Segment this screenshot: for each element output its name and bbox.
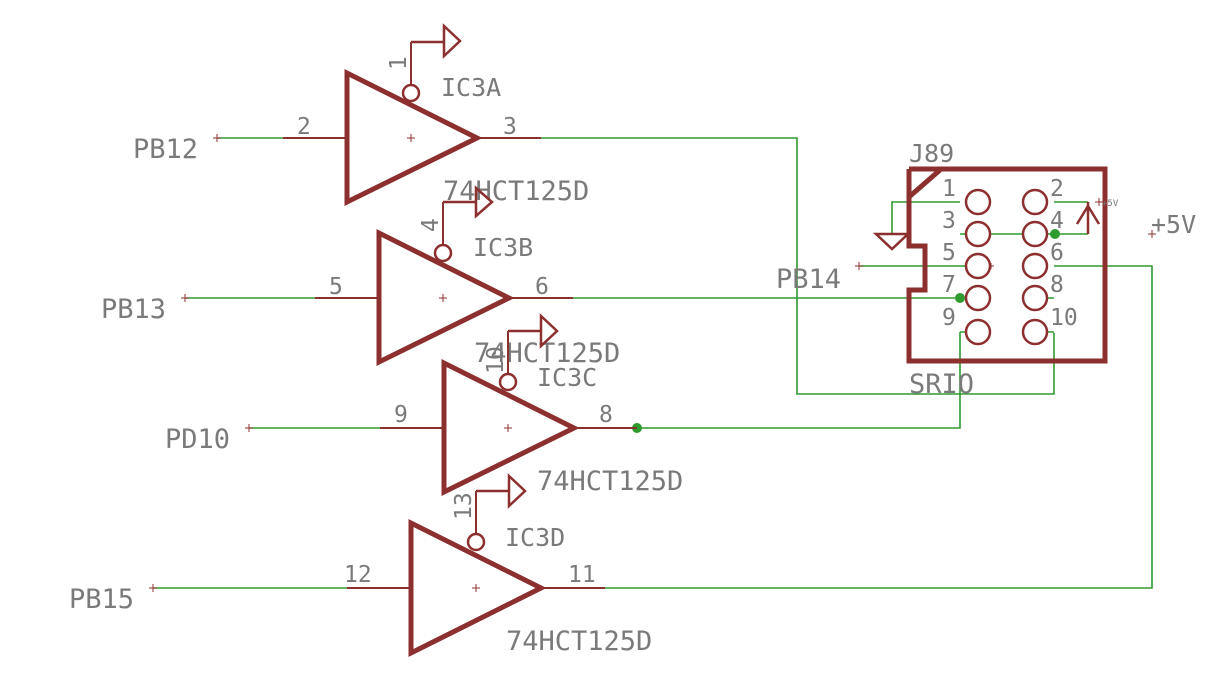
ic3d-value: 74HCT125D [506, 626, 652, 657]
j89-outline [906, 166, 1108, 364]
j89-pin-number-3: 3 [942, 208, 956, 234]
ic3d-oe-pin-number: 13 [451, 492, 477, 520]
vcc-net-label[interactable]: +5V [1151, 210, 1196, 239]
j89-pad-4[interactable] [1021, 220, 1049, 248]
junctions [632, 229, 1060, 433]
j89-pin-number-10: 10 [1050, 305, 1078, 331]
ic3a-origin [407, 134, 415, 142]
j89-pin-number-4: 4 [1050, 208, 1064, 234]
ic3d-out-pin-number: 11 [568, 562, 596, 588]
ground-icon [872, 232, 912, 251]
net-label-pb14[interactable]: PB14 [776, 264, 841, 295]
j89-pin-number-9: 9 [942, 305, 956, 331]
ic3b-enable-arrow-icon [474, 185, 494, 219]
j89-pin1-marker [907, 168, 942, 199]
j89-pad-6[interactable] [1021, 252, 1049, 280]
ic3b-oe-bubble [433, 243, 453, 263]
ic3c-buffer-body [441, 358, 580, 497]
junction-pin7 [955, 293, 965, 303]
ic3d-oe-bubble [466, 532, 486, 552]
ic3b-origin [439, 294, 447, 302]
ic3c-out-pin-number: 8 [599, 402, 613, 428]
ic3b-name: IC3B [473, 233, 533, 262]
ic3c-origin [504, 424, 512, 432]
net-label-pb15[interactable]: PB15 [69, 584, 134, 615]
ic3a-enable-arrow-icon [442, 23, 462, 59]
j89-pin-number-1: 1 [942, 176, 956, 202]
ic3b-buffer-body [376, 228, 515, 367]
j89-pin-number-5: 5 [942, 240, 956, 266]
ic3b-oe-pin-number: 4 [418, 218, 444, 232]
ground-symbol[interactable] [872, 232, 912, 251]
j89-pin-number-7: 7 [942, 272, 956, 298]
j89-pin-number-8: 8 [1050, 272, 1064, 298]
ic3a-oe-bubble [401, 83, 421, 103]
ic3c-value: 74HCT125D [537, 466, 683, 497]
wire-gnd[interactable] [891, 201, 960, 234]
ic3d-buffer-body [408, 518, 547, 658]
ic3a-oe-pin-number: 1 [386, 56, 412, 70]
ic3d-enable-arrow-icon [507, 473, 527, 509]
j89-pad-7[interactable] [964, 284, 992, 312]
j89-pad-5[interactable] [964, 252, 992, 280]
ic3c-oe-bubble [498, 372, 518, 392]
ic3c-in-pin-number: 9 [394, 402, 408, 428]
gate-ic3c[interactable]: 9 8 10 IC3C 74HCT125D [380, 313, 683, 497]
supply-arrow-icon [1075, 203, 1101, 225]
ic3d-origin [472, 584, 480, 592]
j89-pad-3[interactable] [964, 220, 992, 248]
j89-pin-number-6: 6 [1050, 240, 1064, 266]
j89-name: J89 [909, 139, 954, 168]
connector-j89[interactable]: 1 2 3 4 5 6 7 8 9 10 J89 SRIO +5V [906, 139, 1119, 400]
ic3d-name: IC3D [505, 523, 565, 552]
net-labels: PB12 PB13 PD10 PB15 PB14 [69, 134, 1156, 615]
net-label-pb12[interactable]: PB12 [133, 134, 198, 165]
ic3b-out-pin-number: 6 [535, 274, 549, 300]
ic3c-name: IC3C [537, 363, 597, 392]
j89-pad-2[interactable] [1021, 188, 1049, 216]
ic3b-in-pin-number: 5 [329, 274, 343, 300]
ic3a-in-pin-number: 2 [297, 114, 311, 140]
j89-pad-10[interactable] [1021, 318, 1049, 346]
ic3a-name: IC3A [441, 73, 501, 102]
ic3c-enable-arrow-icon [539, 313, 559, 349]
j89-value: SRIO [909, 369, 974, 400]
net-label-pd10[interactable]: PD10 [165, 424, 230, 455]
j89-pad-1[interactable] [964, 188, 992, 216]
gate-ic3d[interactable]: 12 11 13 IC3D 74HCT125D [344, 473, 652, 658]
j89-supply-tag: +5V [1102, 199, 1119, 209]
net-label-pb13[interactable]: PB13 [101, 294, 166, 325]
ic3a-buffer-body [344, 68, 483, 207]
supply-symbol[interactable] [1075, 202, 1101, 234]
ic3b-value: 74HCT125D [474, 338, 620, 369]
wire-ic3c-out[interactable] [637, 332, 961, 429]
j89-pad-8[interactable] [1021, 284, 1049, 312]
wire-ic3a-out[interactable] [541, 137, 1055, 395]
junction-pin4 [1050, 229, 1060, 239]
j89-pad-9[interactable] [964, 318, 992, 346]
gate-ic3b[interactable]: 5 6 4 IC3B 74HCT125D [315, 185, 620, 369]
j89-pin-number-2: 2 [1050, 176, 1064, 202]
ic3a-out-pin-number: 3 [503, 114, 517, 140]
ic3c-oe-pin-number: 10 [483, 346, 509, 374]
ic3d-in-pin-number: 12 [344, 562, 372, 588]
gate-ic3a[interactable]: 2 3 1 IC3A 74HCT125D [283, 23, 589, 207]
